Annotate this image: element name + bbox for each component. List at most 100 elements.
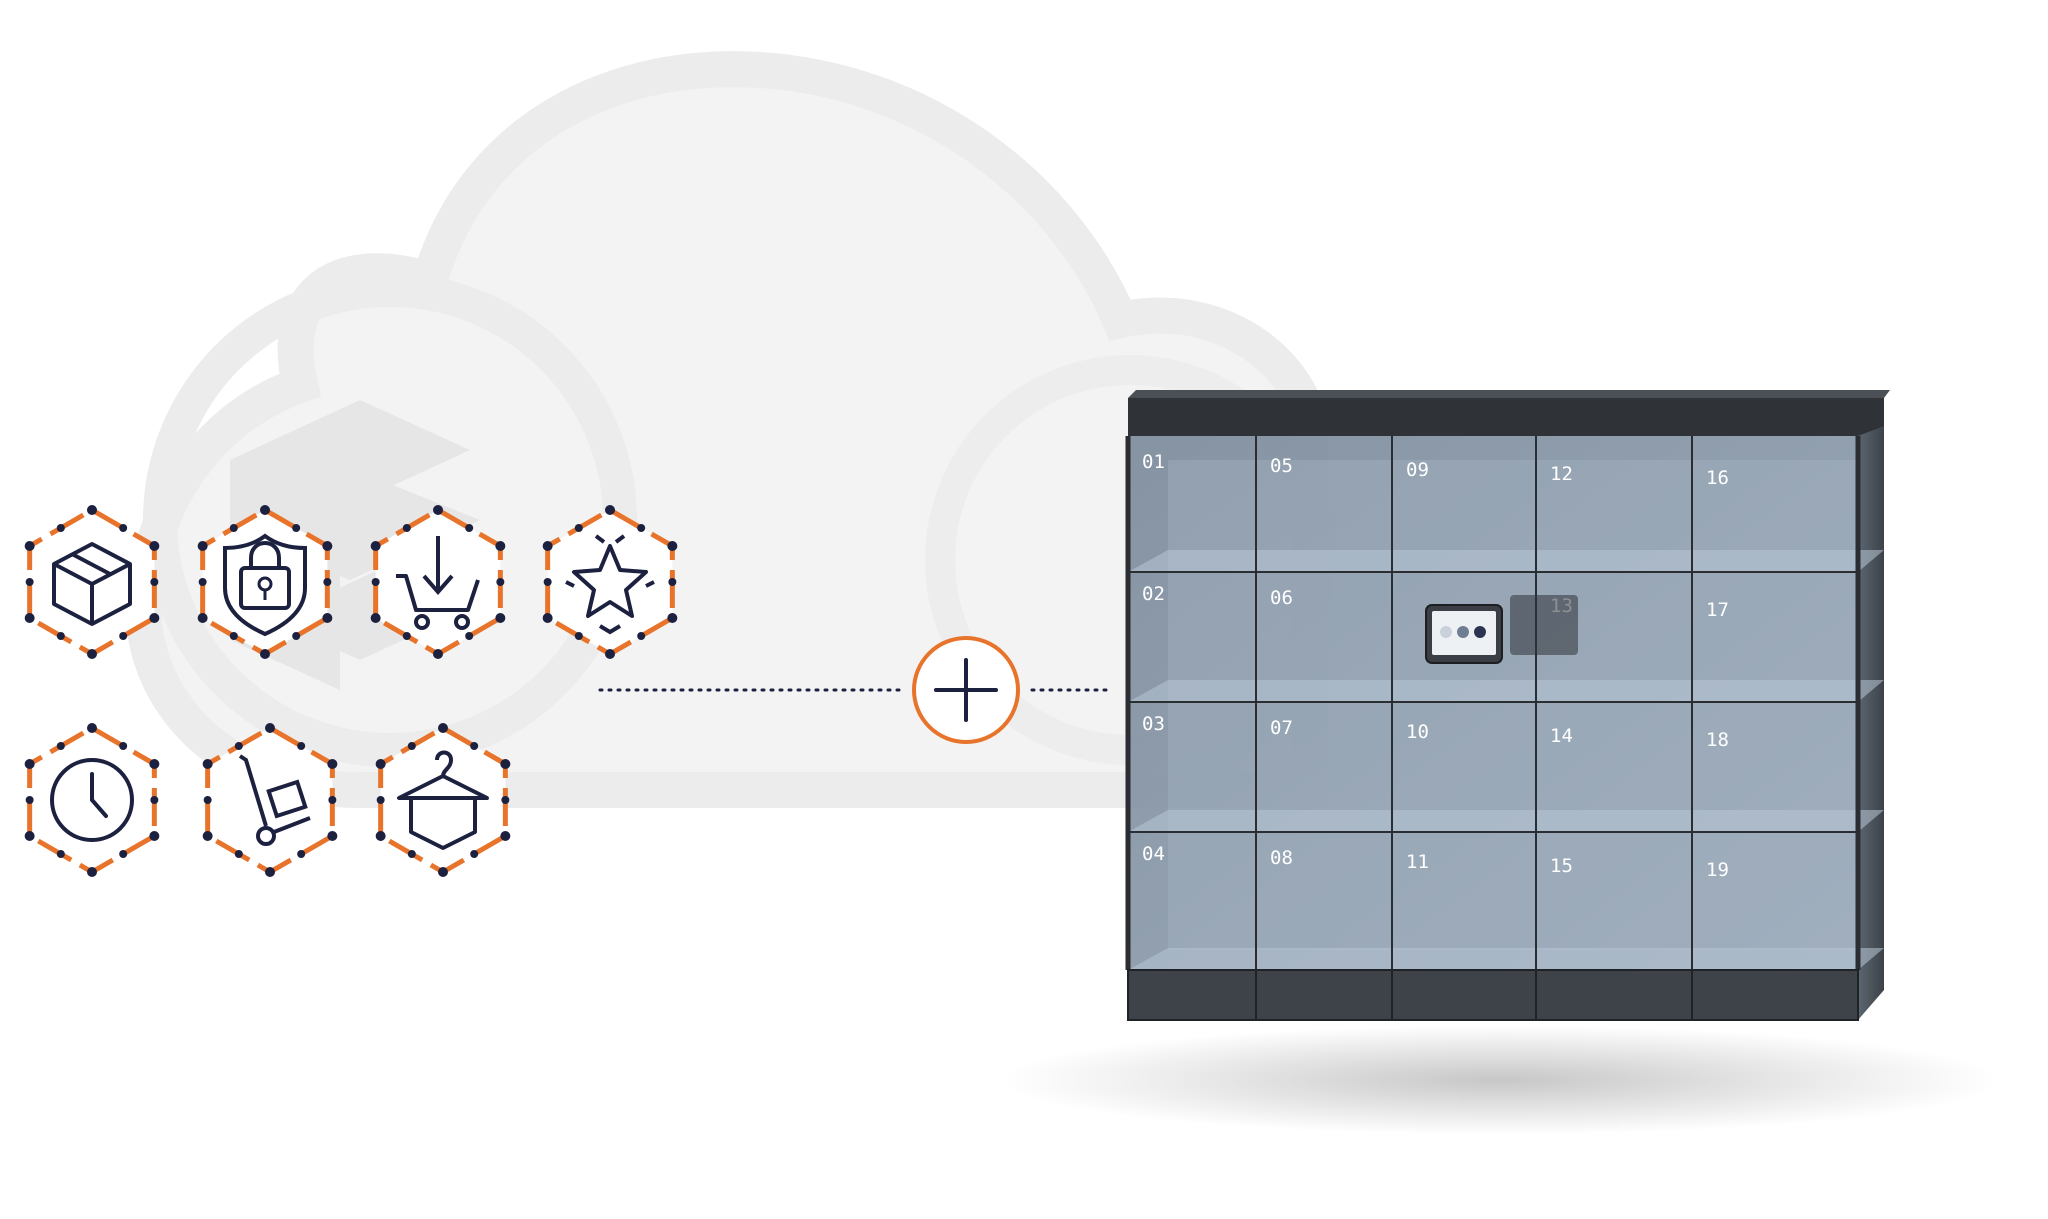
hexagon-node bbox=[375, 759, 386, 769]
clock-icon bbox=[50, 758, 134, 842]
hexagon-node bbox=[668, 578, 677, 586]
service-hexagon bbox=[542, 505, 678, 659]
hexagon-node bbox=[496, 578, 505, 586]
compartment-label: 07 bbox=[1270, 717, 1293, 739]
hexagon-node bbox=[376, 796, 385, 804]
hexagon-node bbox=[56, 524, 65, 532]
shopping-cart-download-icon bbox=[396, 536, 480, 630]
hexagon-node bbox=[87, 505, 97, 515]
compartment-label: 09 bbox=[1406, 459, 1429, 481]
hexagon-node bbox=[323, 578, 332, 586]
connector bbox=[598, 636, 1114, 744]
hexagon-node bbox=[24, 541, 35, 551]
hexagon-node bbox=[234, 742, 243, 750]
hexagon-node bbox=[407, 742, 416, 750]
hexagon-node bbox=[24, 613, 35, 623]
hexagon-node bbox=[465, 524, 474, 532]
hexagon-node bbox=[229, 524, 238, 532]
hexagon-node bbox=[149, 831, 160, 841]
compartment-label: 11 bbox=[1406, 851, 1429, 873]
hexagon-node bbox=[371, 578, 380, 586]
hexagon-node bbox=[56, 632, 65, 640]
service-hexagon bbox=[375, 723, 511, 877]
hand-truck-icon bbox=[238, 754, 311, 846]
hexagon-node bbox=[407, 850, 416, 858]
hexagon-node bbox=[328, 796, 337, 804]
hexagon-node bbox=[87, 649, 97, 659]
hexagon-node bbox=[234, 850, 243, 858]
hexagon-node bbox=[150, 578, 159, 586]
hexagon-node bbox=[198, 578, 207, 586]
hexagon-node bbox=[292, 524, 301, 532]
hexagon-node bbox=[327, 831, 338, 841]
compartment-label: 05 bbox=[1270, 455, 1293, 477]
hexagon-node bbox=[402, 524, 411, 532]
hexagon-node bbox=[433, 649, 443, 659]
hexagon-node bbox=[574, 632, 583, 640]
hexagon-node bbox=[605, 649, 615, 659]
hexagon-node bbox=[402, 632, 411, 640]
compartment-label: 14 bbox=[1550, 725, 1573, 747]
touchscreen-terminal-icon bbox=[1425, 595, 1578, 664]
hexagon-node bbox=[370, 613, 381, 623]
locker-base-edge bbox=[1127, 969, 1859, 1021]
locker-shelf bbox=[1128, 810, 1884, 832]
locker-side bbox=[1858, 426, 1884, 1020]
locker-body bbox=[1125, 390, 1890, 1021]
hexagon-node bbox=[203, 796, 212, 804]
hexagon-node bbox=[322, 613, 333, 623]
hexagon-node bbox=[465, 632, 474, 640]
service-hexagon bbox=[370, 505, 506, 659]
hexagon-node bbox=[574, 524, 583, 532]
hexagon-node bbox=[87, 723, 97, 733]
hexagon-node bbox=[370, 541, 381, 551]
hexagon-node bbox=[637, 632, 646, 640]
hexagon-node bbox=[260, 505, 270, 515]
hexagon-node bbox=[637, 524, 646, 532]
service-icons bbox=[24, 505, 678, 877]
hexagon-node bbox=[202, 831, 213, 841]
hexagon-node bbox=[375, 831, 386, 841]
compartment-label: 12 bbox=[1550, 463, 1573, 485]
hexagon-node bbox=[197, 613, 208, 623]
hexagon-node bbox=[260, 649, 270, 659]
hexagon-node bbox=[197, 541, 208, 551]
hexagon-node bbox=[297, 850, 306, 858]
hexagon-node bbox=[667, 541, 678, 551]
hexagon-node bbox=[229, 632, 238, 640]
hexagon-node bbox=[495, 541, 506, 551]
hexagon-node bbox=[322, 541, 333, 551]
hexagon-node bbox=[265, 867, 275, 877]
parcel-box-icon bbox=[52, 542, 132, 626]
hexagon-node bbox=[25, 578, 34, 586]
hexagon-node bbox=[500, 831, 511, 841]
hexagon-node bbox=[438, 723, 448, 733]
service-hexagon bbox=[202, 723, 338, 877]
compartment-label: 08 bbox=[1270, 847, 1293, 869]
hexagon-node bbox=[605, 505, 615, 515]
compartment-label: 04 bbox=[1142, 843, 1165, 865]
hexagon-node bbox=[119, 742, 128, 750]
locker-top bbox=[1128, 398, 1884, 436]
locker-base bbox=[1128, 970, 1858, 1020]
star-rating-icon bbox=[565, 534, 655, 635]
hexagon-node bbox=[56, 742, 65, 750]
locker: 01020304050607080910111213141516171819 bbox=[1000, 390, 2000, 1135]
hexagon-node bbox=[119, 524, 128, 532]
hexagon-node bbox=[433, 505, 443, 515]
locker-back-wall bbox=[1168, 460, 1858, 950]
hexagon-node bbox=[470, 850, 479, 858]
compartment-label: 01 bbox=[1142, 451, 1165, 473]
hexagon-node bbox=[500, 759, 511, 769]
locker-labels: 01020304050607080910111213141516171819 bbox=[1142, 451, 1729, 881]
hanger-garment-icon bbox=[397, 750, 489, 850]
compartment-label: 19 bbox=[1706, 859, 1729, 881]
locker-floor-shadow bbox=[1000, 1025, 2000, 1135]
compartment-label: 16 bbox=[1706, 467, 1729, 489]
compartment-label: 17 bbox=[1706, 599, 1729, 621]
locker-top-edge bbox=[1128, 390, 1890, 398]
locker-shelf bbox=[1128, 948, 1884, 970]
hexagon-node bbox=[438, 867, 448, 877]
hexagon-node bbox=[470, 742, 479, 750]
hexagon-node bbox=[25, 796, 34, 804]
